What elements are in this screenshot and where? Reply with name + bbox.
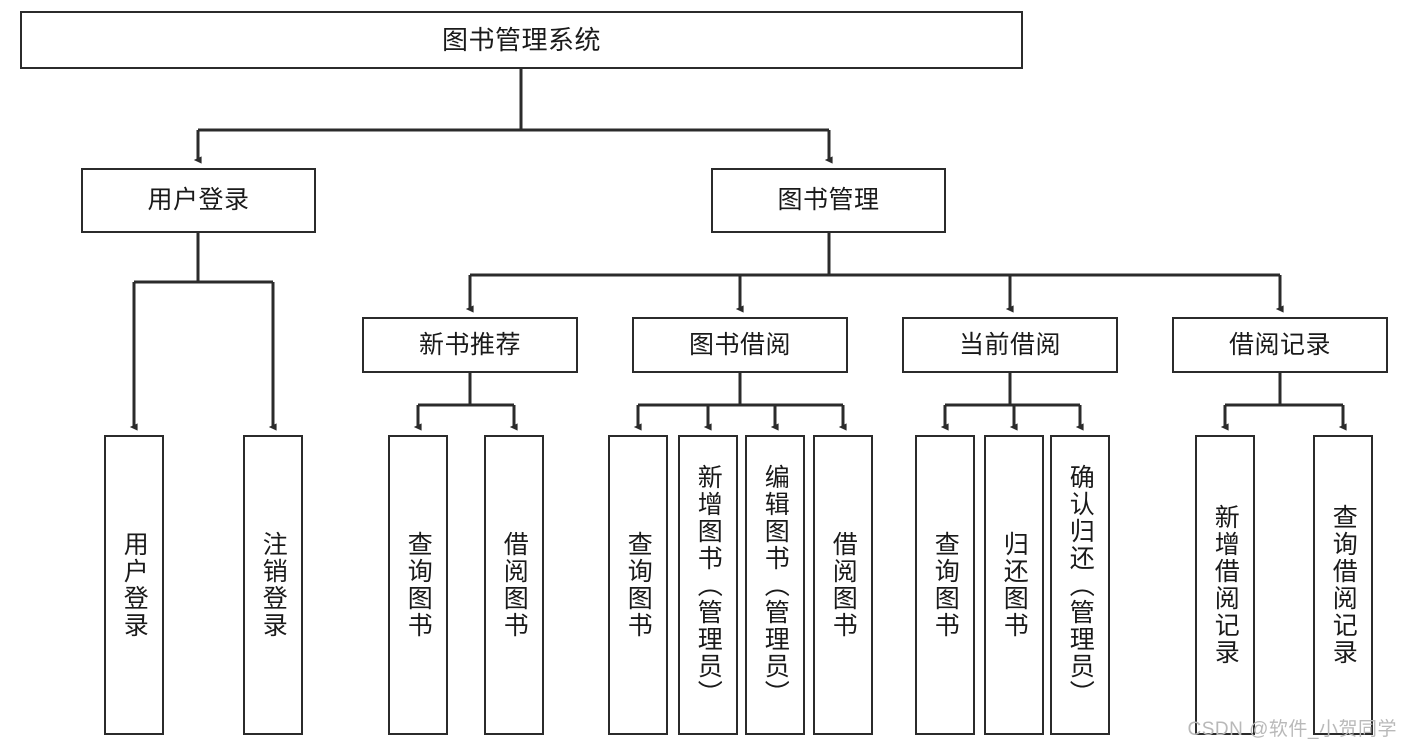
node-label: 借阅记录 [1228,330,1331,359]
node-leaf-query-record[interactable]: 查询借阅记录 [1313,435,1373,735]
node-label: 图书借阅 [688,330,791,359]
node-leaf-query-book-3[interactable]: 查询图书 [915,435,975,735]
node-leaf-query-book-1[interactable]: 查询图书 [388,435,448,735]
node-label: 用户登录 [120,531,149,639]
node-label: 新书推荐 [418,330,521,359]
node-leaf-add-record[interactable]: 新增借阅记录 [1195,435,1255,735]
node-leaf-confirm-return[interactable]: 确认归还（管理员） [1050,435,1110,735]
node-label: 图书管理 [777,186,880,214]
node-leaf-user-login[interactable]: 用户登录 [104,435,164,735]
watermark: CSDN @软件_小贺同学 [1187,719,1397,740]
node-label: 用户登录 [147,186,250,214]
node-label: 归还图书 [1000,531,1029,639]
node-label: 注销登录 [259,531,288,639]
node-current-borrow[interactable]: 当前借阅 [902,317,1118,373]
node-label: 查询借阅记录 [1329,504,1358,666]
node-leaf-return-book[interactable]: 归还图书 [984,435,1044,735]
node-leaf-borrow-book-1[interactable]: 借阅图书 [484,435,544,735]
node-label: 新增借阅记录 [1211,504,1240,666]
node-label: 图书管理系统 [441,25,601,55]
node-book-borrow[interactable]: 图书借阅 [632,317,848,373]
node-label: 查询图书 [931,531,960,639]
node-label: 借阅图书 [500,531,529,639]
node-label: 查询图书 [624,531,653,639]
node-leaf-query-book-2[interactable]: 查询图书 [608,435,668,735]
node-label: 编辑图书（管理员） [761,463,790,707]
node-book-manage[interactable]: 图书管理 [711,168,946,233]
node-user-login[interactable]: 用户登录 [81,168,316,233]
node-leaf-borrow-book-2[interactable]: 借阅图书 [813,435,873,735]
node-leaf-add-book[interactable]: 新增图书（管理员） [678,435,738,735]
node-root-system[interactable]: 图书管理系统 [20,11,1023,69]
node-label: 当前借阅 [958,330,1061,359]
node-borrow-record[interactable]: 借阅记录 [1172,317,1388,373]
node-label: 确认归还（管理员） [1066,463,1095,707]
node-label: 查询图书 [404,531,433,639]
node-label: 新增图书（管理员） [694,463,723,707]
node-leaf-edit-book[interactable]: 编辑图书（管理员） [745,435,805,735]
node-label: 借阅图书 [829,531,858,639]
node-new-book-recommend[interactable]: 新书推荐 [362,317,578,373]
node-leaf-user-logout[interactable]: 注销登录 [243,435,303,735]
